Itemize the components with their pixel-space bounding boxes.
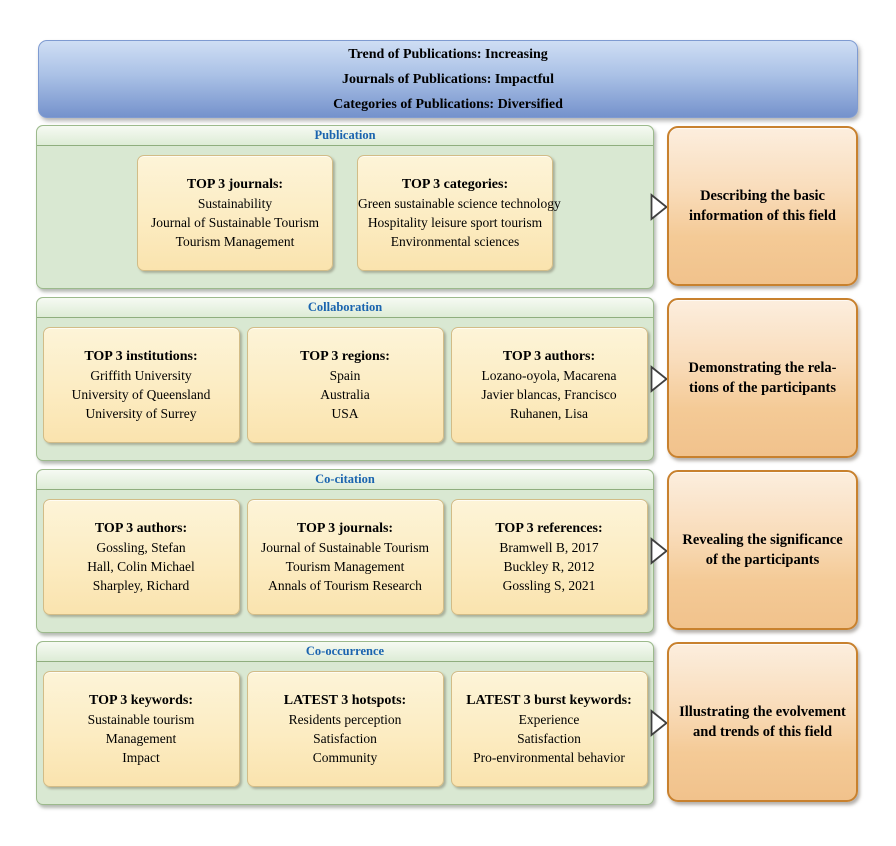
- card-line: Residents perception: [288, 712, 402, 727]
- card-line: Pro-environmental behavior: [473, 750, 625, 765]
- card-top-keywords: TOP 3 keywords: Sustainable tourism Mana…: [42, 671, 240, 787]
- card-cocited-references: TOP 3 references: Bramwell B, 2017 Buckl…: [450, 499, 648, 615]
- note-illustrating-evolvement: Illustrating the evolvement and trends o…: [667, 642, 858, 802]
- arrow-right-icon: [650, 193, 668, 221]
- card-line: Bramwell B, 2017: [499, 540, 599, 555]
- note-line: Demonstrating the rela-: [688, 360, 837, 376]
- card-line: Sustainability: [197, 196, 273, 211]
- card-line: University of Queensland: [71, 387, 211, 402]
- card-line: Hospitality leisure sport tourism: [367, 215, 543, 230]
- note-line: tions of the participants: [688, 380, 837, 396]
- card-title: TOP 3 categories:: [401, 177, 509, 192]
- card-line: University of Surrey: [85, 406, 197, 421]
- card-top-regions: TOP 3 regions: Spain Australia USA: [246, 327, 444, 443]
- card-title: TOP 3 journals:: [186, 177, 284, 192]
- card-line: Green sustainable science technology: [358, 196, 561, 211]
- note-line: Describing the basic: [700, 188, 825, 204]
- note-revealing-significance: Revealing the significance of the partic…: [667, 470, 858, 630]
- section-collaboration-label: Collaboration: [37, 298, 653, 318]
- note-line: Revealing the significance: [682, 532, 843, 548]
- card-line: Management: [105, 731, 177, 746]
- card-line: Australia: [320, 387, 370, 402]
- arrow-right-icon: [650, 365, 668, 393]
- card-line: Tourism Management: [285, 559, 405, 574]
- card-line: Gossling, Stefan: [96, 540, 186, 555]
- card-line: Journal of Sustainable Tourism: [261, 540, 429, 555]
- card-line: Satisfaction: [517, 731, 581, 746]
- card-title: TOP 3 journals:: [296, 521, 394, 536]
- card-cocited-journals: TOP 3 journals: Journal of Sustainable T…: [246, 499, 444, 615]
- card-top-categories: TOP 3 categories: Green sustainable scie…: [357, 155, 561, 271]
- card-line: USA: [331, 406, 359, 421]
- card-line: Hall, Colin Michael: [87, 559, 195, 574]
- card-title: TOP 3 references:: [495, 521, 603, 536]
- card-line: Sustainable tourism: [87, 712, 195, 727]
- section-publication-label: Publication: [37, 126, 653, 146]
- note-line: and trends of this field: [692, 724, 833, 740]
- card-line: Annals of Tourism Research: [268, 578, 422, 593]
- card-top-institutions: TOP 3 institutions: Griffith University …: [42, 327, 240, 443]
- section-publication-body: TOP 3 journals: Sustainability Journal o…: [37, 146, 653, 288]
- card-line: Buckley R, 2012: [503, 559, 595, 574]
- card-line: Community: [312, 750, 378, 765]
- section-cocitation: Co-citation TOP 3 authors: Gossling, Ste…: [36, 469, 654, 633]
- card-title: TOP 3 keywords:: [89, 693, 193, 708]
- card-line: Satisfaction: [313, 731, 377, 746]
- card-line: Journal of Sustainable Tourism: [151, 215, 319, 230]
- card-line: Spain: [329, 368, 361, 383]
- card-top-journals: TOP 3 journals: Sustainability Journal o…: [137, 155, 333, 271]
- note-line: of the participants: [705, 552, 820, 568]
- card-line: Sharpley, Richard: [92, 578, 190, 593]
- card-title: TOP 3 institutions:: [84, 349, 198, 364]
- arrow-right-icon: [650, 709, 668, 737]
- card-line: Lozano-oyola, Macarena: [481, 368, 617, 383]
- section-cocitation-body: TOP 3 authors: Gossling, Stefan Hall, Co…: [37, 490, 653, 632]
- card-title: TOP 3 regions:: [300, 349, 390, 364]
- card-line: Environmental sciences: [390, 234, 520, 249]
- card-line: Ruhanen, Lisa: [510, 406, 588, 421]
- banner-line-journals: Journals of Publications: Impactful: [342, 71, 554, 87]
- section-cooccurrence-body: TOP 3 keywords: Sustainable tourism Mana…: [37, 662, 653, 804]
- section-cooccurrence-label: Co-occurrence: [37, 642, 653, 662]
- card-latest-burst-keywords: LATEST 3 burst keywords: Experience Sati…: [450, 671, 648, 787]
- card-title: LATEST 3 burst keywords:: [466, 693, 632, 708]
- section-collaboration-body: TOP 3 institutions: Griffith University …: [37, 318, 653, 460]
- card-title: LATEST 3 hotspots:: [283, 693, 407, 708]
- card-line: Tourism Management: [175, 234, 295, 249]
- note-describing-basic-info: Describing the basic information of this…: [667, 126, 858, 286]
- note-demonstrating-relations: Demonstrating the rela- tions of the par…: [667, 298, 858, 458]
- card-top-collab-authors: TOP 3 authors: Lozano-oyola, Macarena Ja…: [450, 327, 648, 443]
- section-cocitation-label: Co-citation: [37, 470, 653, 490]
- card-cocited-authors: TOP 3 authors: Gossling, Stefan Hall, Co…: [42, 499, 240, 615]
- banner-line-trend: Trend of Publications: Increasing: [348, 46, 548, 62]
- card-latest-hotspots: LATEST 3 hotspots: Residents perception …: [246, 671, 444, 787]
- card-line: Javier blancas, Francisco: [481, 387, 617, 402]
- card-line: Experience: [518, 712, 580, 727]
- section-publication: Publication TOP 3 journals: Sustainabili…: [36, 125, 654, 289]
- section-collaboration: Collaboration TOP 3 institutions: Griffi…: [36, 297, 654, 461]
- note-line: Illustrating the evolvement: [679, 704, 846, 720]
- card-line: Griffith University: [90, 368, 192, 383]
- banner-line-categories: Categories of Publications: Diversified: [333, 96, 563, 112]
- card-title: TOP 3 authors:: [502, 349, 596, 364]
- card-title: TOP 3 authors:: [94, 521, 188, 536]
- section-cooccurrence: Co-occurrence TOP 3 keywords: Sustainabl…: [36, 641, 654, 805]
- note-line: information of this field: [688, 208, 836, 224]
- card-line: Gossling S, 2021: [502, 578, 596, 593]
- card-line: Impact: [122, 750, 160, 765]
- summary-banner: Trend of Publications: Increasing Journa…: [38, 40, 858, 118]
- arrow-right-icon: [650, 537, 668, 565]
